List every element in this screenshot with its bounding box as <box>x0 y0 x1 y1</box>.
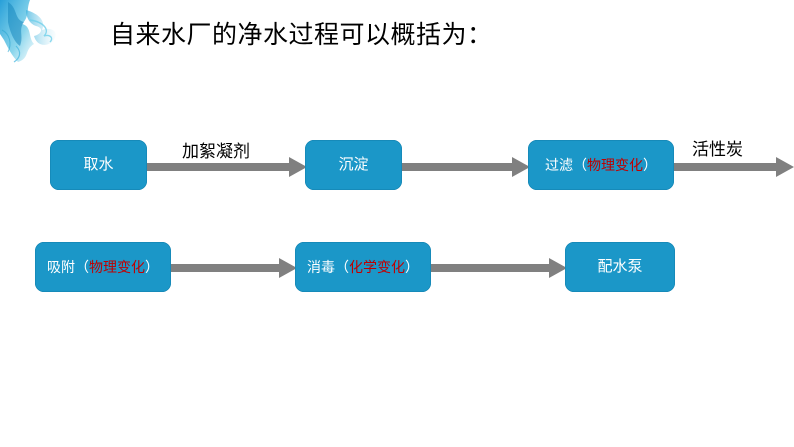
process-box-distribution-pump-label: 配水泵 <box>597 258 643 275</box>
process-box-filter-highlight: 物理变化 <box>587 157 643 173</box>
flow-arrow-4 <box>171 258 297 278</box>
process-box-disinfection-highlight: 化学变化 <box>349 259 405 275</box>
page-title: 自来水厂的净水过程可以概括为： <box>110 21 493 49</box>
process-box-intake-label: 取水 <box>83 156 114 173</box>
process-box-disinfection[interactable]: 消毒（化学变化） <box>295 242 431 292</box>
process-box-adsorption-suffix: ） <box>145 259 159 275</box>
process-box-settle-label: 沉淀 <box>338 156 369 173</box>
process-box-adsorption-highlight: 物理变化 <box>89 259 145 275</box>
flow-arrow-3-label: 活性炭 <box>692 140 743 159</box>
flow-arrow-1-label: 加絮凝剂 <box>182 142 250 161</box>
flow-arrow-3 <box>674 157 794 177</box>
process-box-filter-suffix: ） <box>643 157 657 173</box>
process-box-distribution-pump[interactable]: 配水泵 <box>565 242 675 292</box>
process-box-filter-prefix: 过滤（ <box>545 157 587 173</box>
water-smoke-corner-graphic <box>0 0 86 72</box>
process-box-adsorption-prefix: 吸附（ <box>47 259 89 275</box>
process-box-settle[interactable]: 沉淀 <box>305 140 402 190</box>
process-box-intake[interactable]: 取水 <box>50 140 147 190</box>
flow-arrow-2 <box>402 157 530 177</box>
process-box-disinfection-suffix: ） <box>405 259 419 275</box>
process-box-disinfection-prefix: 消毒（ <box>307 259 349 275</box>
process-box-adsorption[interactable]: 吸附（物理变化） <box>35 242 171 292</box>
flow-arrow-5 <box>431 258 567 278</box>
process-box-filter[interactable]: 过滤（物理变化） <box>528 140 674 190</box>
